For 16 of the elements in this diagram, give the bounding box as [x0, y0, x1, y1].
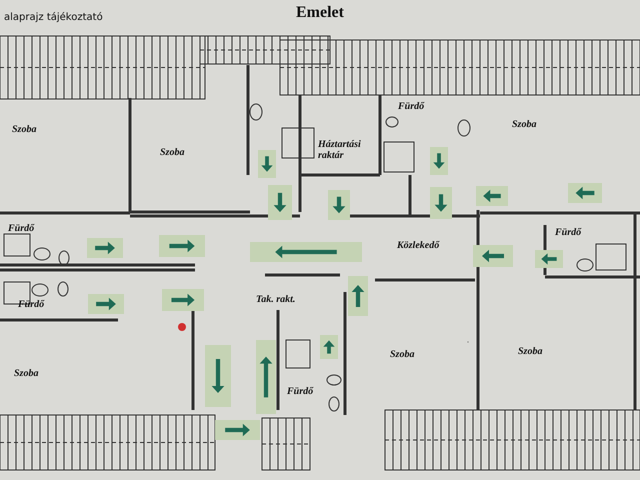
room-label: Fürdő [398, 101, 424, 112]
room-label: Szoba [12, 124, 36, 135]
note-text: alaprajz tájékoztató [4, 12, 103, 23]
diagram-title: Emelet [296, 4, 344, 22]
room-label: Szoba [14, 368, 38, 379]
room-label: Tak. rakt. [256, 294, 296, 305]
room-label: Fürdő [555, 227, 582, 238]
room-label: Közlekedő [397, 240, 440, 251]
room-label: Fürdő [8, 223, 34, 234]
room-label: Szoba [160, 147, 184, 158]
room-label: Szoba [518, 346, 542, 357]
room-label: Szoba [390, 349, 414, 360]
room-label: Fürdő [287, 386, 314, 397]
room-label: Szoba [512, 119, 536, 130]
room-label: Háztartási raktár [318, 139, 362, 161]
room-label: Fürdő [18, 299, 44, 310]
